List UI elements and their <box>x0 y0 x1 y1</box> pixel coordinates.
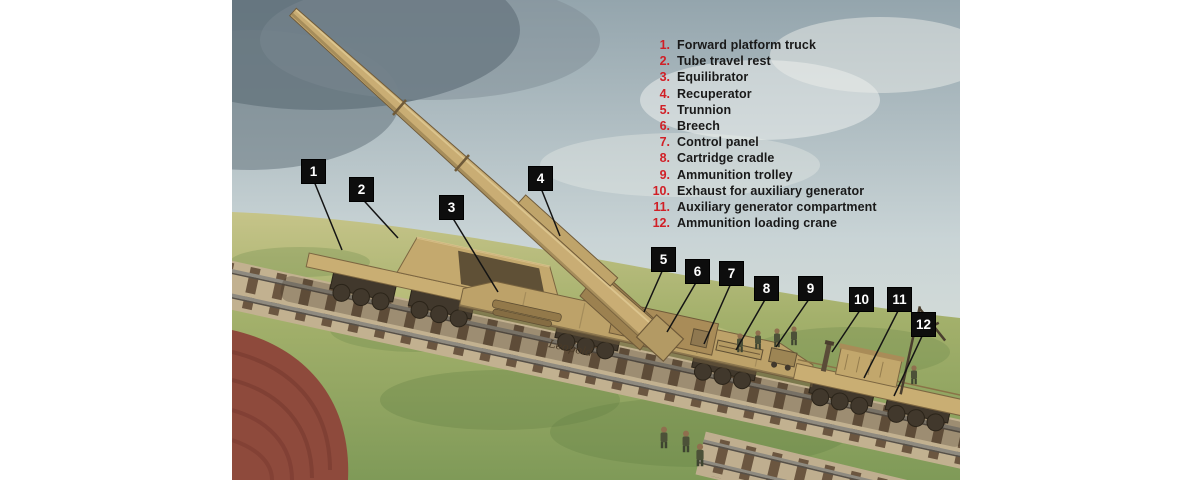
legend-item: 12. Ammunition loading crane <box>646 215 877 231</box>
legend-item-number: 6. <box>659 119 670 134</box>
legend-item-label: Cartridge cradle <box>677 151 775 166</box>
callout-marker-3: 3 <box>440 196 463 219</box>
callout-marker-9: 9 <box>799 277 822 300</box>
legend-item-label: Control panel <box>677 135 759 150</box>
legend-item-label: Tube travel rest <box>677 54 771 69</box>
legend-item-label: Equilibrator <box>677 70 749 85</box>
legend-item-label: Exhaust for auxiliary generator <box>677 183 865 198</box>
legend-item-label: Trunnion <box>677 102 732 117</box>
cloud <box>540 133 820 197</box>
barrel-highlight <box>295 9 651 324</box>
legend-item-label: Ammunition trolley <box>677 167 793 182</box>
control-panel <box>689 328 711 349</box>
legend-item-number: 5. <box>659 102 670 117</box>
cloud <box>770 17 960 93</box>
barrel-shading <box>290 12 643 339</box>
legend-item-label: Ammunition loading crane <box>677 216 838 231</box>
legend-list: 1. Forward platform truck 2. Tube travel re… <box>646 37 877 231</box>
ammunition-trolley <box>768 347 798 371</box>
legend-item-number: 9. <box>659 167 670 182</box>
legend-item: 3. Equilibrator <box>646 69 877 85</box>
legend-item-label: Forward platform truck <box>677 38 817 52</box>
legend-item: 1. Forward platform truck <box>646 37 877 53</box>
legend-item-number: 1. <box>659 38 670 52</box>
soldier-figure <box>660 426 668 449</box>
legend: 1. Forward platform truck 2. Tube travel re… <box>646 37 877 231</box>
callout-marker-8: 8 <box>755 277 778 300</box>
callout-marker-4: 4 <box>529 167 552 190</box>
smoke-cloud <box>260 0 600 100</box>
callout-marker-1: 1 <box>302 160 325 183</box>
barrel-band <box>454 154 470 172</box>
legend-item: 4. Recuperator <box>646 86 877 102</box>
soldier-figure <box>682 430 690 453</box>
legend-item: 5. Trunnion <box>646 102 877 118</box>
callout-marker-11: 11 <box>888 288 911 311</box>
legend-item-number: 4. <box>659 86 670 101</box>
legend-item: 7. Control panel <box>646 134 877 150</box>
legend-item: 9. Ammunition trolley <box>646 167 877 183</box>
legend-item: 6. Breech <box>646 118 877 134</box>
legend-item-number: 2. <box>659 54 670 69</box>
legend-item-label: Recuperator <box>677 86 752 101</box>
legend-item: 10. Exhaust for auxiliary generator <box>646 183 877 199</box>
legend-item-number: 7. <box>659 135 670 150</box>
legend-item-label: Auxiliary generator compartment <box>677 200 877 215</box>
callout-marker-7: 7 <box>720 262 743 285</box>
legend-item-number: 10. <box>652 183 670 198</box>
barrel-band <box>392 99 407 116</box>
callout-marker-5: 5 <box>652 248 675 271</box>
siding-track <box>695 431 960 480</box>
legend-item-number: 8. <box>659 151 670 166</box>
soldier-figure <box>696 443 704 467</box>
legend-item-label: Breech <box>677 119 720 134</box>
equilibrator <box>492 299 562 328</box>
legend-item-number: 3. <box>659 70 670 85</box>
legend-item: 8. Cartridge cradle <box>646 150 877 166</box>
callout-marker-12: 12 <box>912 313 935 336</box>
legend-item: 11. Auxiliary generator compartment <box>646 199 877 215</box>
legend-item-number: 11. <box>653 200 670 215</box>
callout-marker-2: 2 <box>350 178 373 201</box>
callout-marker-6: 6 <box>686 260 709 283</box>
callout-marker-10: 10 <box>850 288 873 311</box>
legend-item-number: 12. <box>652 216 670 231</box>
legend-item: 2. Tube travel rest <box>646 53 877 69</box>
ploughed-field <box>232 330 349 480</box>
